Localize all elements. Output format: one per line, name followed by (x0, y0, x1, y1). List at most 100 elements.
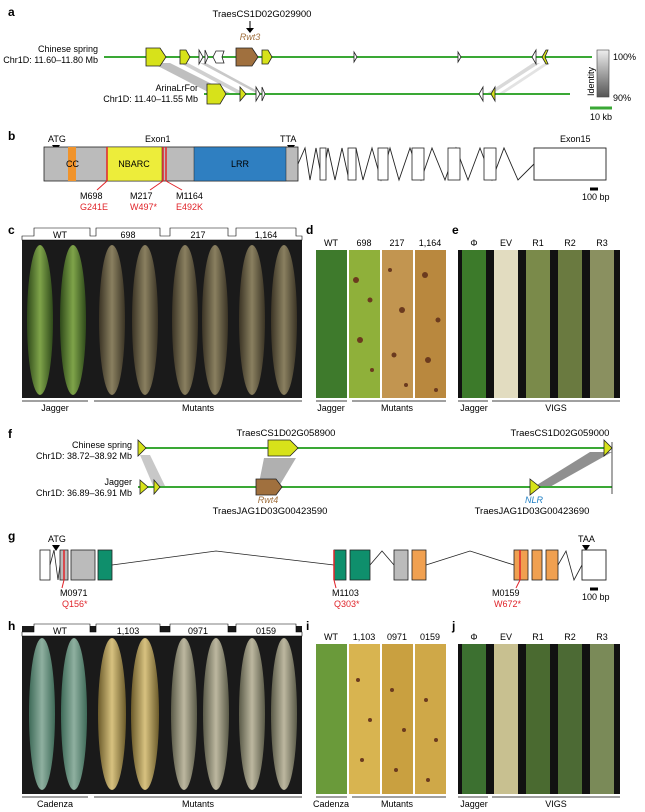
leaf-photo (590, 250, 614, 398)
sample-label: 0159 (256, 626, 276, 636)
mutation-change: Q303* (334, 599, 360, 609)
leaf-photo (558, 250, 582, 398)
wheat-spike (132, 245, 158, 395)
gene-arrow (139, 479, 149, 495)
wheat-spike (202, 245, 228, 395)
panel-letter-b: b (8, 129, 15, 143)
gene-arrow-rwt3 (235, 47, 259, 67)
sample-label: Φ (470, 238, 477, 248)
panel-letter-g: g (8, 529, 15, 543)
gene-arrow (490, 85, 496, 103)
identity-ribbon (180, 63, 246, 94)
tta-label: TTA (280, 134, 296, 144)
wheat-spike (27, 245, 53, 395)
leaf-photo (462, 250, 486, 398)
mutation-change: G241E (80, 202, 108, 212)
sample-label: 698 (120, 230, 135, 240)
lrr-label: LRR (231, 159, 250, 169)
group-label: Cadenza (313, 799, 349, 809)
leaf-photo (494, 250, 518, 398)
group-label: Jagger (41, 403, 69, 413)
track-a1-region: Chr1D: 11.60–11.80 Mb (3, 55, 98, 65)
group-label: Mutants (381, 799, 414, 809)
nbarc-label: NBARC (118, 159, 150, 169)
mutation-id: M1103 (332, 588, 359, 598)
wheat-spike (239, 638, 265, 790)
atg-label: ATG (48, 134, 66, 144)
gene-arrow (541, 49, 549, 65)
gene-label-rwt4: Rwt4 (258, 495, 279, 505)
leaf-photo (316, 644, 347, 794)
gene-arrow (261, 86, 266, 102)
gene-label-f-top-left: TraesCS1D02G058900 (237, 428, 336, 439)
panel-j: j Φ EV R1 R2 R3 Jagger VIGS (451, 619, 620, 809)
sample-label: 217 (190, 230, 205, 240)
panel-letter-h: h (8, 619, 15, 633)
leaf-photo (590, 644, 614, 794)
identity-ribbon (498, 63, 550, 94)
identity-colorbar (596, 49, 610, 98)
sample-label: WT (53, 626, 67, 636)
sample-label: R2 (564, 238, 576, 248)
sample-label: 0159 (420, 632, 440, 642)
gene-label-f-bottom-left: TraesJAG1D03G00423590 (213, 506, 328, 517)
gene-arrow (206, 83, 227, 105)
gene-label-a-top: TraesCS1D02G029900 (213, 9, 312, 20)
leaf-photo (316, 250, 347, 398)
track-f2-name: Jagger (104, 477, 132, 487)
exon1-label: Exon1 (145, 134, 171, 144)
wheat-spike (29, 638, 55, 790)
leaf-photo (382, 250, 413, 398)
sample-label: EV (500, 238, 512, 248)
mutation-id: M0159 (492, 588, 520, 598)
wheat-spike (239, 245, 265, 395)
wheat-spike (172, 245, 198, 395)
sample-label: 1,103 (353, 632, 376, 642)
gene-arrow (212, 50, 225, 64)
group-label: Mutants (381, 403, 414, 413)
gene-arrow (153, 478, 161, 496)
gene-arrow (239, 85, 247, 103)
identity-ribbon (486, 63, 540, 94)
gene-arrow (255, 85, 261, 103)
group-label: Jagger (460, 403, 488, 413)
gene-arrow (179, 49, 191, 65)
scale-label-g: 100 bp (582, 592, 610, 602)
track-a2-region: Chr1D: 11.40–11.55 Mb (103, 94, 198, 104)
track-a1-name: Chinese spring (38, 44, 98, 54)
wheat-spike (99, 245, 125, 395)
sample-label: R1 (532, 632, 544, 642)
panel-letter-i: i (306, 619, 309, 633)
cc-label: CC (66, 159, 79, 169)
sample-label: EV (500, 632, 512, 642)
gene-arrow (145, 47, 167, 67)
gene-arrow-nlr (529, 478, 541, 496)
arrow-down-icon (246, 28, 254, 33)
mutation-change: W497* (130, 202, 158, 212)
gene-arrow (478, 85, 484, 103)
wheat-spike (131, 638, 159, 790)
atg-label-g: ATG (48, 534, 66, 544)
sample-label: WT (324, 238, 338, 248)
panel-letter-a: a (8, 5, 15, 19)
sample-label: R3 (596, 632, 608, 642)
panel-e: e Φ EV R1 R2 R3 Jagger VIGS (452, 223, 620, 413)
panel-g: g ATG TAA M0971 Q156* M1103 Q303* M0159 (8, 529, 610, 609)
leaf-photo (415, 250, 446, 398)
gene-label-f-top-right: TraesCS1D02G059000 (511, 428, 610, 439)
sample-label: R2 (564, 632, 576, 642)
gene-arrow (137, 439, 147, 457)
gene-arrow (531, 48, 537, 66)
identity-top: 100% (613, 52, 636, 62)
wheat-spike (271, 638, 297, 790)
wheat-spike (61, 638, 87, 790)
sample-label: 1,164 (419, 238, 442, 248)
mutation-change: E492K (176, 202, 203, 212)
panel-letter-d: d (306, 223, 313, 237)
identity-ribbon (200, 63, 263, 94)
gene-arrow (267, 439, 299, 457)
triangle-marker-icon (582, 545, 590, 551)
gene-label-nlr: NLR (525, 495, 544, 505)
track-f1-region: Chr1D: 38.72–38.92 Mb (36, 451, 132, 461)
scale-label-a: 10 kb (590, 112, 612, 122)
